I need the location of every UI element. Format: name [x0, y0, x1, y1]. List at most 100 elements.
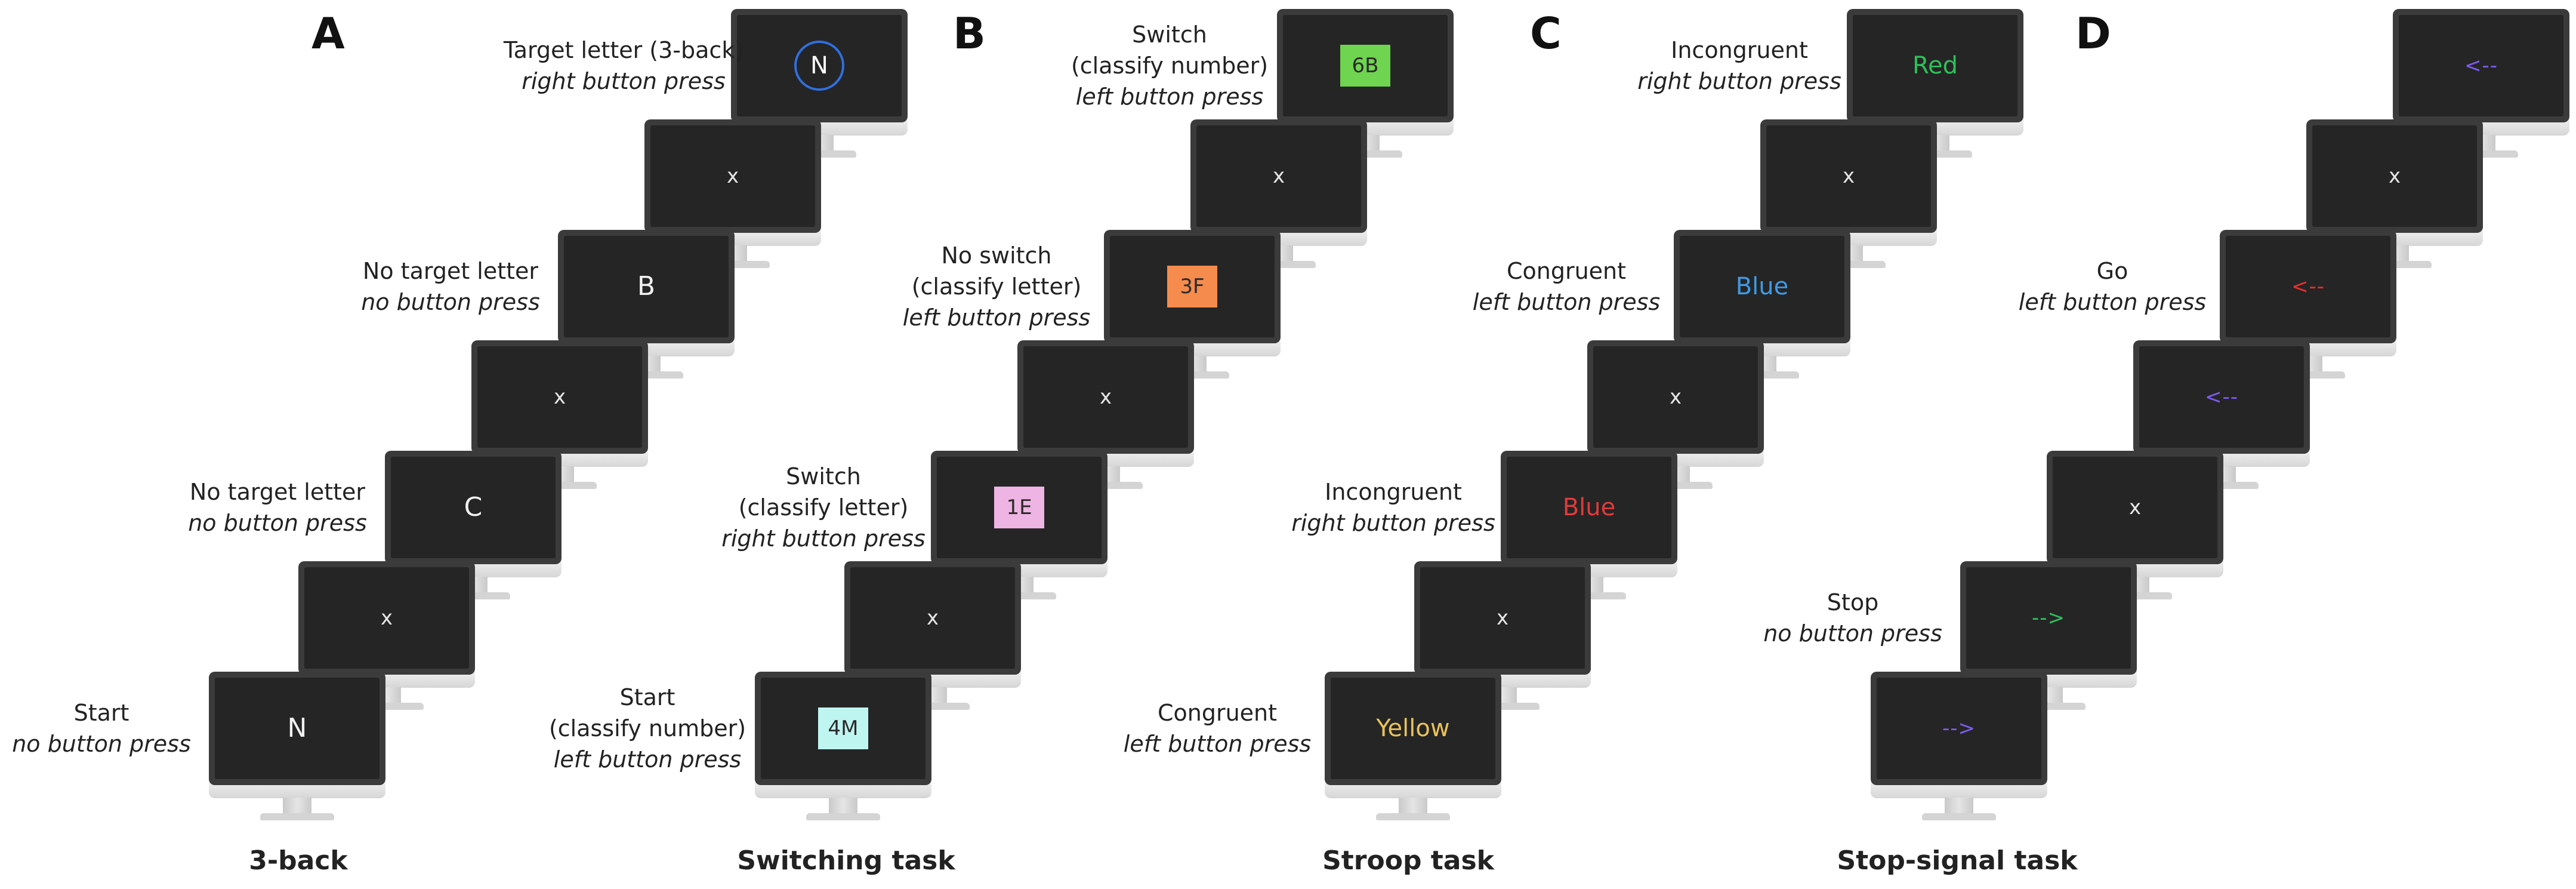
monitor-screen: x: [1420, 567, 1585, 669]
fixation-cross: x: [380, 606, 393, 630]
trial-label: Target letter (3-back)right button press: [504, 35, 744, 97]
fixation-cross: x: [553, 385, 566, 409]
trial-response: left button press: [1123, 731, 1312, 757]
trial-response: no button press: [12, 731, 191, 757]
stimulus: B: [637, 271, 656, 302]
trial-condition: Target letter (3-back): [503, 37, 744, 63]
monitor-bezel: B: [558, 230, 735, 343]
monitor-screen: x: [304, 567, 469, 669]
monitor-bezel: x: [844, 561, 1021, 675]
panel-letter-c: C: [1530, 8, 1562, 59]
monitor-bezel: C: [385, 451, 562, 564]
monitor-screen: Blue: [1680, 236, 1844, 337]
panel-title-b: Switching task: [737, 845, 955, 876]
panel-letter-a: A: [311, 8, 345, 59]
monitor-bezel: x: [1190, 119, 1367, 233]
monitor-bezel: Blue: [1674, 230, 1850, 343]
monitor: N: [209, 672, 385, 824]
monitor-screen: 3F: [1110, 236, 1275, 337]
arrow-stimulus: -->: [1942, 716, 1976, 740]
stimulus-boxed: 4M: [818, 707, 868, 749]
trial-response: left button press: [553, 746, 742, 773]
monitor-stand: [1399, 798, 1427, 814]
trial-response: right button press: [721, 525, 925, 552]
monitor: <--: [2220, 230, 2396, 382]
trial-condition: Congruent: [1157, 700, 1278, 726]
monitor-screen: x: [477, 346, 642, 448]
monitor-bezel: x: [2047, 451, 2223, 564]
monitor-bezel: <--: [2133, 340, 2310, 454]
monitor-screen: 1E: [937, 457, 1102, 558]
trial-response: left button press: [902, 304, 1091, 331]
trial-response: no button press: [1763, 620, 1942, 647]
trial-condition: Congruent: [1506, 258, 1627, 284]
panel-title-a: 3-back: [249, 845, 348, 876]
trial-label: No target letter no button press: [361, 256, 540, 318]
fixation-cross: x: [2128, 496, 2142, 519]
monitor-screen: x: [2053, 457, 2217, 558]
trial-condition: (classify number): [548, 715, 746, 742]
trial-condition: Start: [619, 684, 675, 710]
monitor-bezel: x: [1414, 561, 1591, 675]
trial-label: Switch (classify number) left button press: [1071, 19, 1268, 112]
monitor-screen: <--: [2399, 15, 2563, 116]
monitor-screen: Blue: [1507, 457, 1671, 558]
monitor-bezel: 3F: [1104, 230, 1281, 343]
trial-label: Stop no button press: [1763, 587, 1942, 649]
monitor: N: [731, 9, 908, 161]
monitor-screen: <--: [2226, 236, 2390, 337]
stimulus: Yellow: [1376, 715, 1450, 742]
monitor-screen: x: [1023, 346, 1188, 448]
monitor: <--: [2133, 340, 2310, 493]
trial-condition: Stop: [1827, 589, 1879, 616]
monitor-bezel: 6B: [1277, 9, 1454, 122]
monitor-bezel: 1E: [931, 451, 1107, 564]
monitor-screen: x: [1766, 125, 1931, 227]
trial-condition: No target letter: [362, 258, 539, 284]
trial-label: Start (classify number) left button press: [549, 682, 746, 775]
panel-title-d: Stop-signal task: [1837, 845, 2078, 876]
trial-response: no button press: [361, 289, 540, 315]
trial-label: Congruent left button press: [1124, 697, 1311, 759]
trial-condition: No switch: [941, 242, 1052, 269]
arrow-stimulus: <--: [2291, 275, 2325, 299]
monitor-bezel: x: [1760, 119, 1937, 233]
monitor-bezel: 4M: [755, 672, 931, 785]
trial-condition: Switch: [786, 463, 861, 490]
monitor-bezel: Red: [1847, 9, 2023, 122]
monitor: 6B: [1277, 9, 1454, 161]
monitor-screen: x: [1593, 346, 1758, 448]
trial-response: right button press: [1291, 510, 1495, 536]
monitor-screen: C: [391, 457, 556, 558]
fixation-cross: x: [1099, 385, 1112, 409]
monitor: B: [558, 230, 735, 382]
monitor-stand: [283, 798, 311, 814]
trial-condition: Switch: [1132, 21, 1207, 48]
monitor-bezel: x: [1587, 340, 1764, 454]
monitor-bezel: x: [298, 561, 475, 675]
trial-label: Incongruent right button press: [1291, 476, 1495, 539]
monitor-bezel: N: [731, 9, 908, 122]
monitor-screen: -->: [1877, 678, 2041, 779]
fixation-cross: x: [1496, 606, 1509, 630]
monitor-bezel: -->: [1871, 672, 2047, 785]
trial-condition: (classify number): [1070, 53, 1269, 79]
trial-condition: Incongruent: [1325, 479, 1462, 505]
trial-condition: (classify letter): [911, 273, 1082, 300]
trial-condition: Incongruent: [1671, 37, 1808, 63]
monitor-screen: Yellow: [1331, 678, 1495, 779]
monitor-bezel: x: [471, 340, 648, 454]
fixation-cross: x: [1272, 164, 1285, 188]
monitor-base: [806, 813, 880, 820]
trial-response: left button press: [1075, 84, 1264, 110]
monitor-bezel: <--: [2393, 9, 2569, 122]
trial-condition: Start: [73, 700, 129, 726]
stimulus: Blue: [1735, 273, 1789, 300]
fixation-cross: x: [926, 606, 939, 630]
monitor: -->: [1871, 672, 2047, 824]
stimulus-boxed: 6B: [1340, 45, 1390, 87]
